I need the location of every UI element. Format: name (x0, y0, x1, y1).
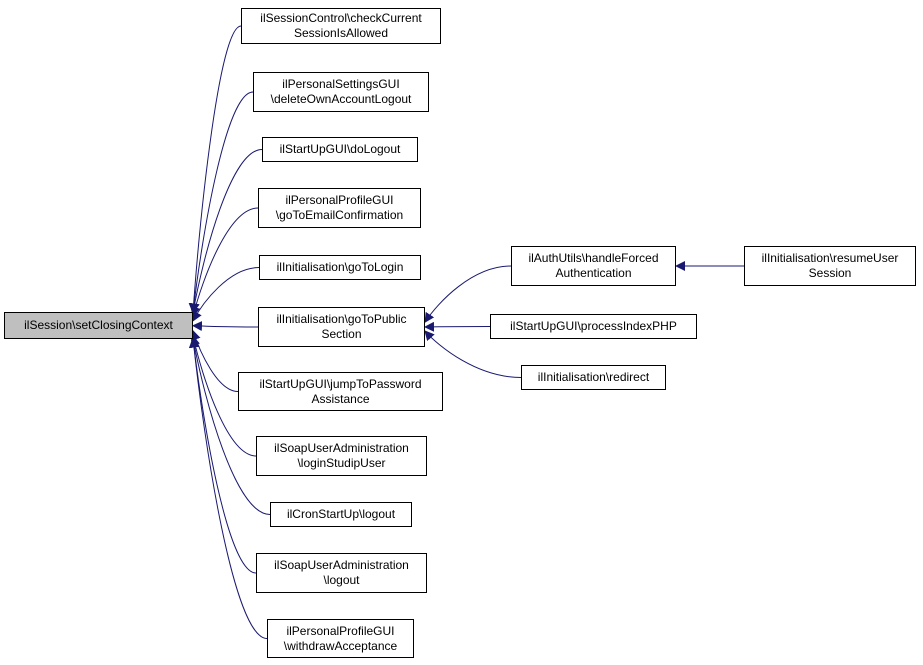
node-redirect[interactable]: ilInitialisation\redirect (521, 365, 666, 390)
node-label-line: ilAuthUtils\handleForced (528, 251, 659, 265)
node-label-line: Session (808, 266, 852, 280)
edge-doLogout-to-setClosingContext (189, 149, 263, 314)
node-label-line: Assistance (311, 391, 370, 406)
edge-handleForcedAuthentication-to-goToPublicSection (424, 265, 512, 323)
edge-cronLogout-to-setClosingContext (189, 337, 271, 515)
node-label-line: SessionIsAllowed (293, 26, 389, 40)
edge-deleteOwnAccountLogout-to-setClosingContext (189, 91, 254, 314)
node-label-line: \logout (323, 573, 360, 587)
node-set-closing-context[interactable]: ilSession\setClosingContext (4, 312, 193, 339)
node-go-to-email-confirmation[interactable]: ilPersonalProfileGUI\goToEmailConfirmati… (258, 188, 421, 228)
node-label-line: \deleteOwnAccountLogout (270, 92, 412, 106)
node-label-line: \loginStudipUser (297, 456, 386, 470)
node-soap-logout[interactable]: ilSoapUserAdministration\logout (256, 553, 427, 593)
node-label-line: ilStartUpGUI\doLogout (279, 142, 401, 156)
node-label-line: ilSessionControl\checkCurrent (260, 11, 422, 25)
node-label-line: ilCronStartUp\logout (286, 507, 396, 521)
edge-goToLogin-to-setClosingContext (192, 267, 260, 322)
node-label-line: Section (321, 327, 362, 341)
node-cron-logout[interactable]: ilCronStartUp\logout (270, 502, 412, 527)
node-label-line: ilPersonalSettingsGUI (282, 77, 400, 91)
node-login-studip-user[interactable]: ilSoapUserAdministration\loginStudipUser (256, 436, 427, 476)
node-label-line: ilSoapUserAdministration (274, 558, 409, 572)
node-do-logout[interactable]: ilStartUpGUI\doLogout (262, 137, 418, 162)
node-label-line: ilPersonalProfileGUI (286, 623, 395, 638)
node-go-to-login[interactable]: ilInitialisation\goToLogin (259, 255, 421, 280)
node-label-line: Authentication (555, 266, 632, 280)
edge-redirect-to-goToPublicSection (424, 330, 522, 378)
node-label-line: ilSession\setClosingContext (24, 318, 173, 332)
edge-withdrawAcceptance-to-setClosingContext (188, 337, 268, 639)
node-delete-own-account-logout[interactable]: ilPersonalSettingsGUI\deleteOwnAccountLo… (253, 72, 429, 112)
node-withdraw-acceptance[interactable]: ilPersonalProfileGUI\withdrawAcceptance (267, 619, 414, 658)
edge-checkCurrentSession-to-setClosingContext (188, 25, 242, 314)
node-label-line: ilInitialisation\redirect (537, 370, 650, 384)
node-label-line: ilSoapUserAdministration (274, 441, 409, 455)
node-label-line: ilInitialisation\goToPublic (276, 312, 407, 326)
node-label-line: \goToEmailConfirmation (275, 208, 404, 222)
edge-loginStudipUser-to-setClosingContext (190, 334, 257, 457)
node-process-index-php[interactable]: ilStartUpGUI\processIndexPHP (490, 314, 697, 339)
node-label-line: ilStartUpGUI\processIndexPHP (510, 319, 677, 333)
node-label-line: ilInitialisation\resumeUser (761, 251, 899, 265)
node-label-line: ilStartUpGUI\jumpToPassword (259, 376, 422, 391)
node-label-line: ilPersonalProfileGUI (285, 193, 394, 207)
node-label-line: \withdrawAcceptance (283, 638, 398, 653)
node-label-line: ilInitialisation\goToLogin (276, 260, 404, 274)
edge-goToEmailConfirmation-to-setClosingContext (190, 207, 259, 318)
edge-goToPublicSection-to-setClosingContext (192, 321, 259, 332)
